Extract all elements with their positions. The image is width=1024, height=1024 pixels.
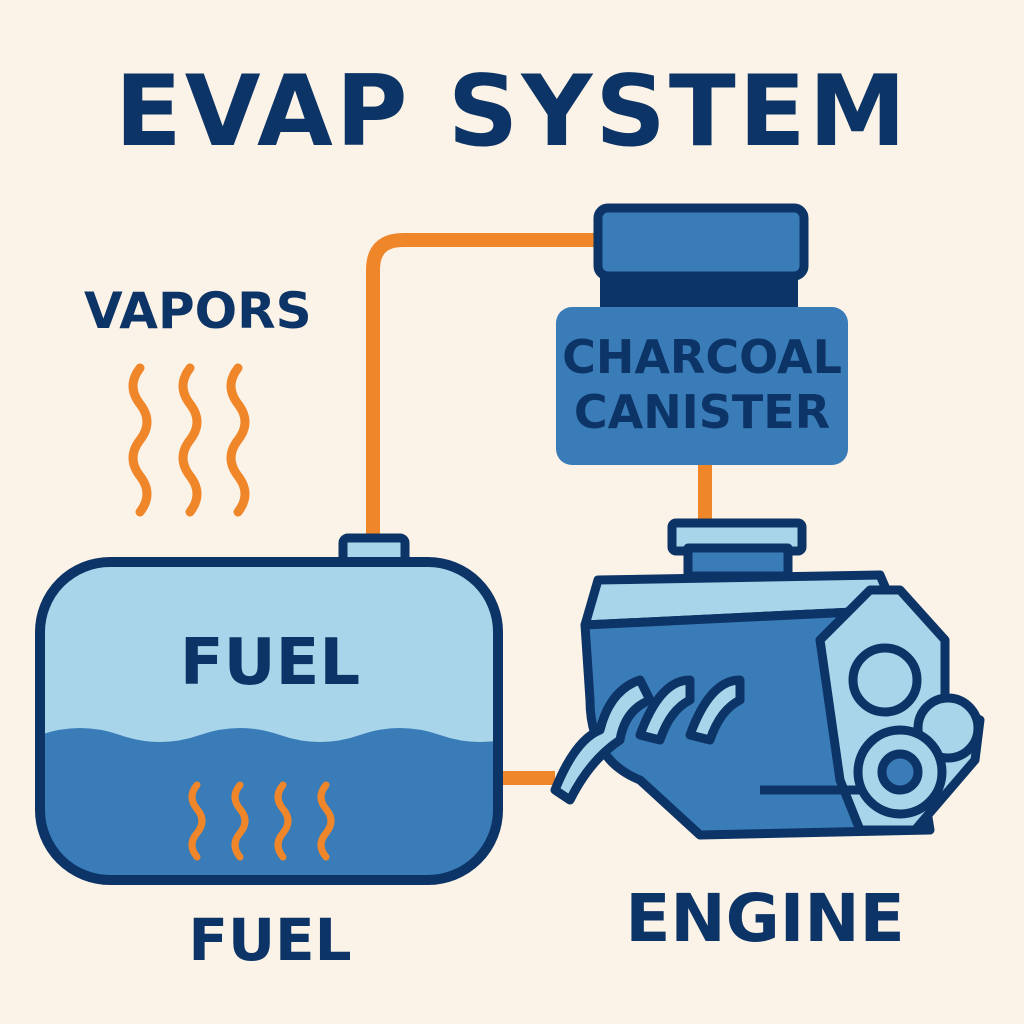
- charcoal-canister: [556, 203, 848, 465]
- engine-label: ENGINE: [625, 880, 905, 957]
- vapors-label: VAPORS: [84, 282, 312, 340]
- canister-label-line2: CANISTER: [573, 385, 831, 439]
- tank-fuel-label: FUEL: [179, 626, 361, 700]
- page-title: EVAP SYSTEM: [114, 55, 910, 169]
- fuel-tank: [35, 533, 503, 885]
- engine-icon: [550, 518, 985, 840]
- canister-label-line1: CHARCOAL: [562, 330, 842, 384]
- vapor-waves-icon: [128, 363, 250, 517]
- vapor-hose-tank-to-canister: [366, 233, 600, 540]
- fuel-caption: FUEL: [188, 906, 352, 974]
- liquid-fuel-vapor-icon: [188, 781, 335, 861]
